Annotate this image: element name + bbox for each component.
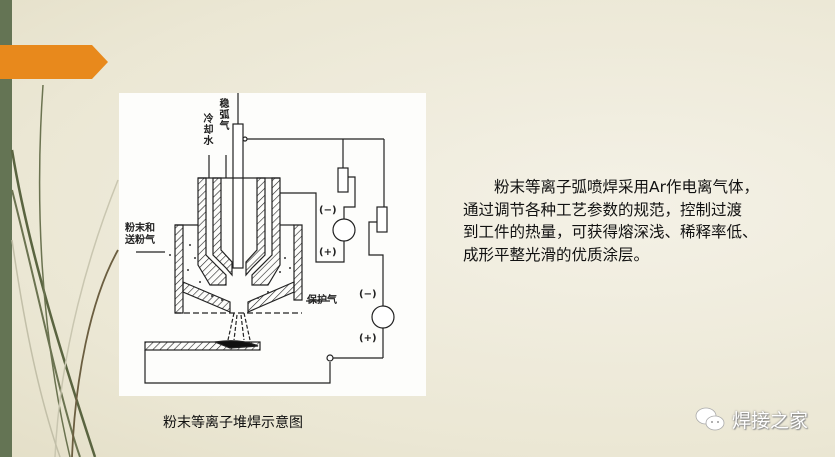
label-powder-gas-1: 粉末和 bbox=[125, 223, 155, 234]
title-tag-arrow bbox=[0, 45, 108, 79]
description-line: 粉末等离子弧喷焊采用Ar作电离气体， bbox=[494, 178, 759, 196]
label-powder-gas-2: 送粉气 bbox=[125, 235, 155, 246]
watermark-text: 焊接之家 bbox=[732, 409, 809, 432]
wechat-icon bbox=[695, 407, 725, 431]
label-plus-2: (+) bbox=[359, 333, 377, 344]
label-shield-gas: 保护气 bbox=[307, 295, 337, 306]
label-arc-gas: 稳弧气 bbox=[217, 98, 228, 131]
label-minus-2: (−) bbox=[359, 289, 377, 300]
diagram-caption: 粉末等离子堆焊示意图 bbox=[163, 415, 303, 431]
label-minus-1: (−) bbox=[319, 205, 337, 216]
plasma-surfacing-diagram: 冷却水 稳弧气 粉末和 送粉气 保护气 (−) (+) (−) (+) bbox=[119, 93, 426, 396]
label-cooling-water: 冷却水 bbox=[201, 113, 212, 146]
description-line: 通过调节各种工艺参数的规范，控制过渡 bbox=[463, 200, 743, 219]
description-paragraph: 粉末等离子弧喷焊采用Ar作电离气体， 通过调节各种工艺参数的规范，控制过渡 到工… bbox=[463, 176, 793, 266]
diagram-drawing bbox=[136, 93, 395, 384]
description-line: 成形平整光滑的优质涂层。 bbox=[463, 245, 650, 264]
watermark: 焊接之家 bbox=[694, 405, 808, 433]
decorative-grass-lines bbox=[10, 84, 119, 457]
description-line: 到工件的热量，可获得熔深浅、稀释率低、 bbox=[463, 223, 758, 241]
label-plus-1: (+) bbox=[319, 247, 337, 258]
sidebar-bar bbox=[0, 0, 12, 457]
